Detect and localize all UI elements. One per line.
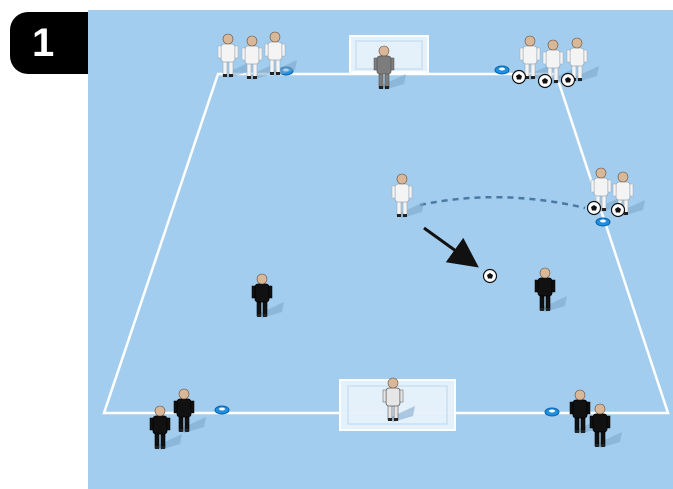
training-pitch [88,10,673,489]
marker-cone [545,408,559,416]
soccer-ball [539,75,552,88]
diagram-number-badge: 1 [10,12,88,74]
soccer-ball [562,74,575,87]
soccer-ball [612,204,625,217]
marker-cone [215,406,229,414]
soccer-ball [588,202,601,215]
soccer-ball [513,71,526,84]
marker-cone [495,66,509,74]
marker-cone [596,218,610,226]
soccer-ball [484,270,497,283]
